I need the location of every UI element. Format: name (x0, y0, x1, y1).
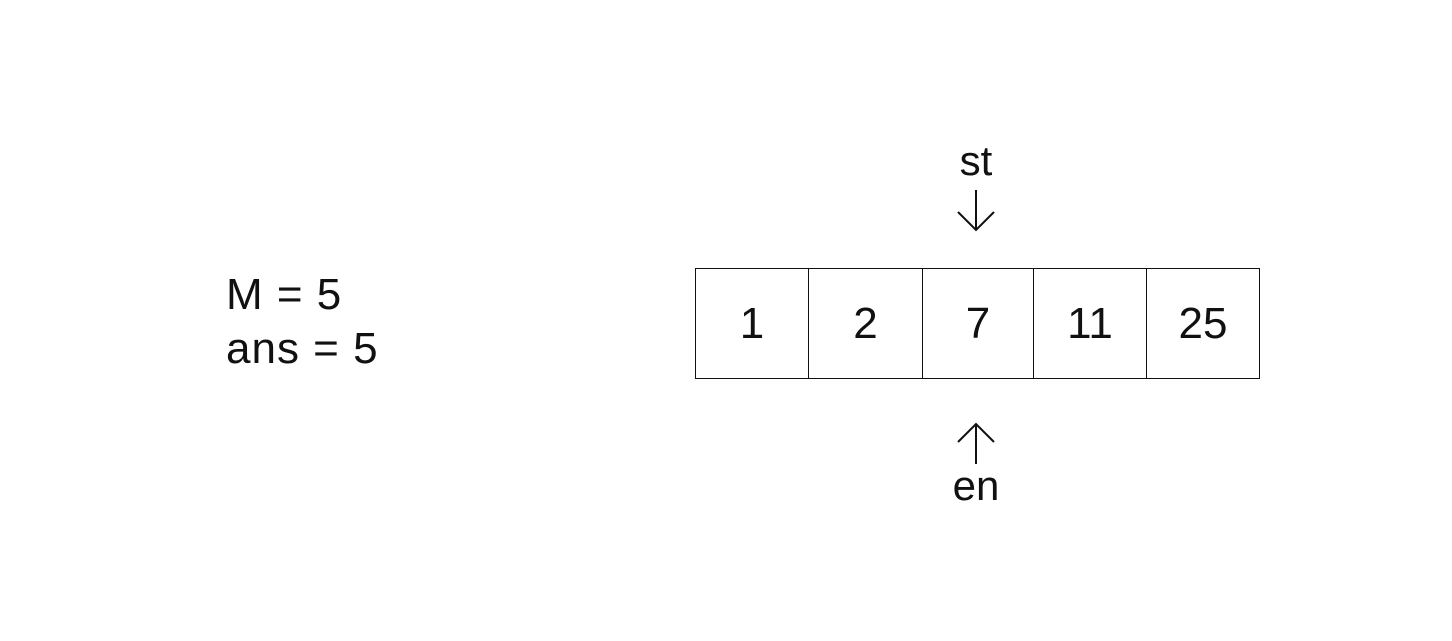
array-cell: 1 (696, 269, 809, 378)
array-cell: 2 (809, 269, 923, 378)
start-pointer-label: st (959, 137, 993, 184)
ans-variable-text: ans = 5 (226, 324, 379, 373)
array-cell: 11 (1034, 269, 1147, 378)
array-cell: 25 (1178, 298, 1228, 348)
sorted-array: 1 2 7 11 25 (695, 268, 1260, 379)
array-cell: 7 (923, 269, 1034, 378)
up-arrow-icon (957, 422, 995, 464)
end-pointer-label: en (952, 462, 1000, 509)
variables-panel: M = 5 ans = 5 (226, 268, 379, 376)
m-variable-text: M = 5 (226, 270, 343, 319)
down-arrow-icon (957, 190, 995, 232)
